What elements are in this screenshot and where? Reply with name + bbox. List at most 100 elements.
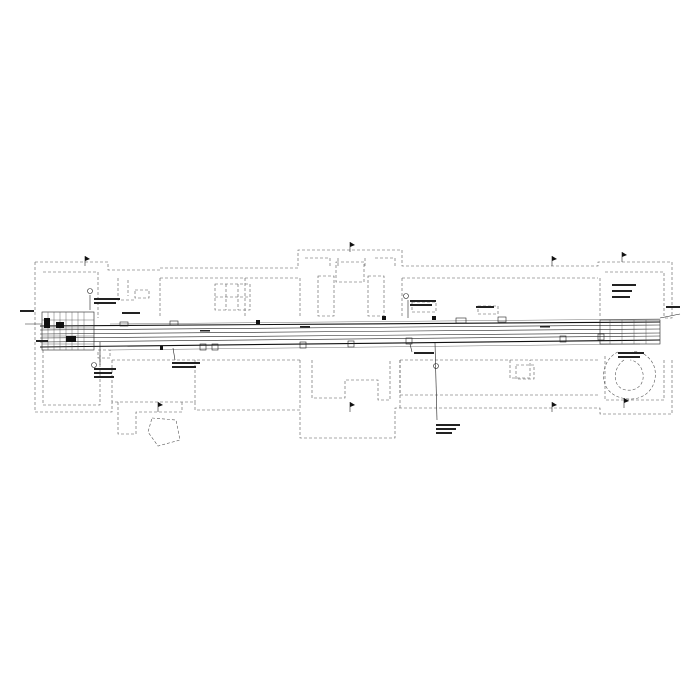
note-9 — [410, 300, 436, 302]
equip-fill-4 — [160, 346, 163, 350]
circular-drive-inner — [614, 359, 644, 391]
door-sym-9 — [497, 316, 507, 323]
equip-fill-3 — [432, 316, 436, 320]
east-end-details — [609, 320, 647, 344]
note-8 — [94, 376, 114, 378]
corridor-line-3 — [39, 332, 661, 339]
north-flags — [84, 242, 629, 412]
east-end-box — [599, 319, 661, 345]
leader-2 — [409, 343, 413, 353]
note-15 — [436, 432, 452, 434]
note-6 — [94, 368, 116, 370]
outline-center-court — [305, 257, 396, 268]
note-7 — [94, 372, 112, 374]
west-callout-text — [20, 310, 34, 312]
section-marker-3 — [403, 293, 409, 299]
west-entry-fill-3 — [66, 336, 76, 342]
west-entrance-detail — [20, 310, 95, 351]
west-entry-grid — [42, 312, 94, 350]
corridor-line-2 — [39, 328, 661, 335]
door-sym-10 — [559, 335, 567, 343]
east-note-block — [612, 284, 636, 286]
outline-center-south — [311, 360, 391, 401]
center-stair-block-2 — [317, 275, 335, 317]
note-2 — [94, 302, 116, 304]
fixture-box-5 — [411, 301, 437, 313]
main-corridor — [39, 318, 661, 351]
circular-drive-outer — [603, 351, 656, 400]
outline-inner-east — [604, 271, 665, 401]
door-sym-11 — [597, 333, 605, 341]
note-16 — [618, 352, 644, 354]
door-sym-4 — [211, 343, 219, 351]
outline-south-rooms-2 — [111, 359, 600, 410]
north-flag-8 — [623, 398, 629, 408]
door-sym-6 — [347, 340, 355, 348]
note-17 — [618, 356, 640, 358]
north-flag-5 — [157, 402, 163, 412]
center-stair-block-3 — [367, 275, 385, 317]
corridor-symbols — [89, 295, 605, 421]
west-entry-fill-1 — [44, 318, 50, 328]
callout-notes — [94, 298, 644, 434]
section-marker-4 — [433, 363, 439, 369]
grid-fixture-1 — [214, 283, 251, 311]
door-sym-3 — [199, 343, 207, 351]
south-block-1 — [515, 364, 535, 380]
section-marker-2 — [91, 362, 97, 368]
note-18 — [540, 326, 550, 328]
door-sym-1 — [119, 321, 129, 327]
door-sym-8 — [455, 317, 467, 324]
corridor-line-1 — [39, 324, 661, 331]
section-marker-1 — [87, 288, 93, 294]
note-3 — [122, 312, 140, 314]
note-4 — [172, 362, 200, 364]
corridor-north-wall — [39, 321, 661, 327]
west-callout-text-2 — [36, 340, 48, 342]
outline-west-rooms — [159, 277, 601, 318]
door-sym-5 — [299, 341, 307, 349]
note-10 — [410, 304, 432, 306]
equip-fill-1 — [256, 320, 260, 324]
outline-east-annex — [399, 360, 600, 396]
north-flag-3 — [551, 256, 557, 266]
leader-1 — [172, 347, 176, 361]
door-sym-7 — [405, 337, 413, 345]
corridor-line-5 — [109, 318, 661, 325]
center-stair-block-1 — [335, 261, 365, 283]
door-sym-2 — [169, 320, 179, 326]
east-note-block-3 — [612, 296, 630, 298]
west-entry-box — [41, 311, 95, 351]
east-callout-text — [666, 306, 680, 308]
outline-south-rooms — [117, 402, 183, 447]
east-note-block-2 — [612, 290, 632, 292]
note-13 — [436, 424, 460, 426]
fixture-box-3 — [134, 289, 150, 299]
west-entry-fill-2 — [56, 322, 64, 328]
north-flag-4 — [621, 252, 627, 262]
room-fixtures — [117, 278, 499, 315]
grid-fixture-2 — [117, 278, 134, 301]
note-11 — [476, 306, 494, 308]
note-1 — [94, 298, 120, 300]
note-12 — [414, 352, 434, 354]
north-flag-2 — [349, 242, 355, 252]
equip-fill-2 — [382, 316, 386, 320]
north-flag-7 — [551, 402, 557, 412]
outline-south — [34, 262, 673, 439]
note-19 — [300, 326, 310, 328]
note-20 — [200, 330, 210, 332]
note-14 — [436, 428, 456, 430]
section-markers — [87, 288, 439, 369]
building-outline — [34, 249, 673, 447]
east-terminus — [599, 284, 681, 400]
corridor-south-wall — [39, 339, 661, 348]
north-flag-1 — [84, 256, 90, 266]
corridor-line-6 — [109, 343, 641, 351]
leader-3 — [434, 342, 438, 421]
east-extension-line — [659, 313, 681, 319]
note-5 — [172, 366, 196, 368]
outline-west-wing — [35, 249, 673, 319]
corridor-line-4 — [39, 335, 661, 343]
